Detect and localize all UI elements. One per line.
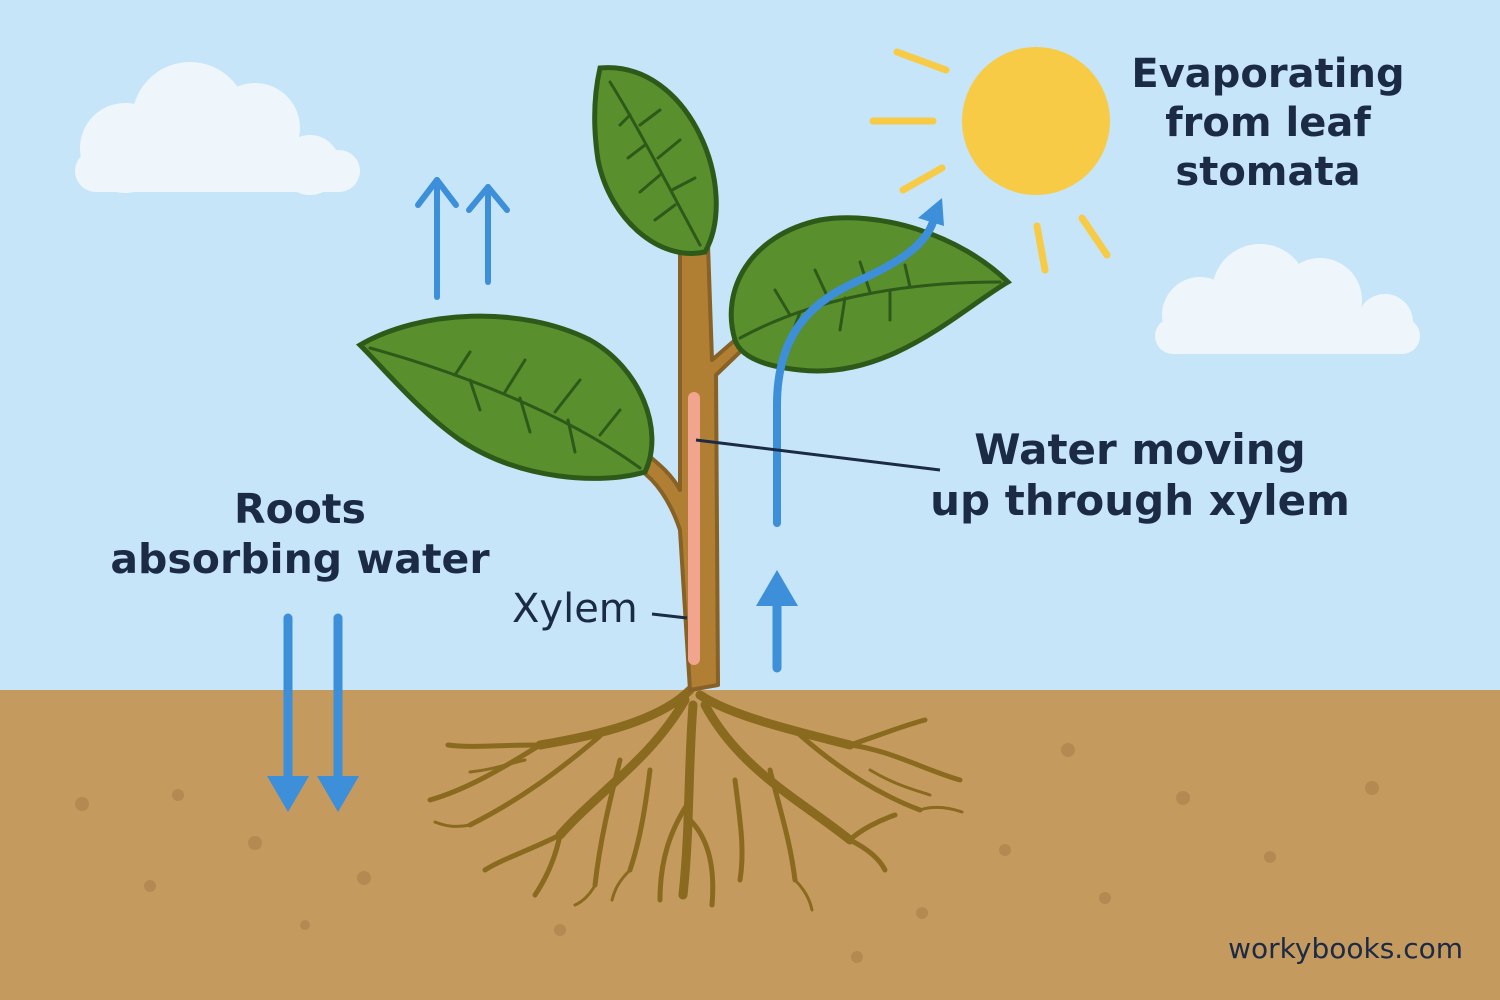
water-arrow-down-left-1 <box>267 613 309 812</box>
sun-icon <box>869 47 1111 274</box>
leaf-top <box>592 65 719 256</box>
cloud-right <box>1155 244 1420 354</box>
water-arrow-up-soil <box>756 570 798 673</box>
label-roots-line-1: Roots <box>234 485 366 533</box>
label-roots-line-2: absorbing water <box>110 535 490 584</box>
label-evaporating-line-1: Evaporating <box>1131 51 1405 97</box>
water-arrow-up-left-2 <box>466 184 510 285</box>
plant-roots <box>427 685 964 912</box>
water-arrow-down-left-2 <box>317 613 359 812</box>
label-water-moving: Water moving up through xylem <box>930 424 1350 526</box>
leader-line-water <box>695 438 941 472</box>
xylem-tube <box>688 392 700 665</box>
label-evaporating-line-2: from leaf <box>1165 99 1371 146</box>
label-water-moving-line-2: up through xylem <box>930 476 1350 526</box>
label-water-moving-line-1: Water moving <box>974 425 1306 474</box>
label-xylem: Xylem <box>512 586 638 632</box>
cloud-left <box>75 62 360 195</box>
label-roots: Roots absorbing water <box>100 484 500 584</box>
leaf-right <box>728 215 1013 374</box>
leader-line-xylem <box>651 612 688 620</box>
label-evaporating: Evaporating from leaf stomata <box>1118 50 1418 196</box>
label-evaporating-line-3: stomata <box>1175 148 1361 195</box>
leaf-left <box>355 313 655 481</box>
credit-text: workybooks.com <box>1228 932 1463 965</box>
soil-specks <box>75 743 1379 963</box>
water-arrow-up-left-1 <box>415 177 459 300</box>
water-arrow-curved-up <box>773 198 944 527</box>
